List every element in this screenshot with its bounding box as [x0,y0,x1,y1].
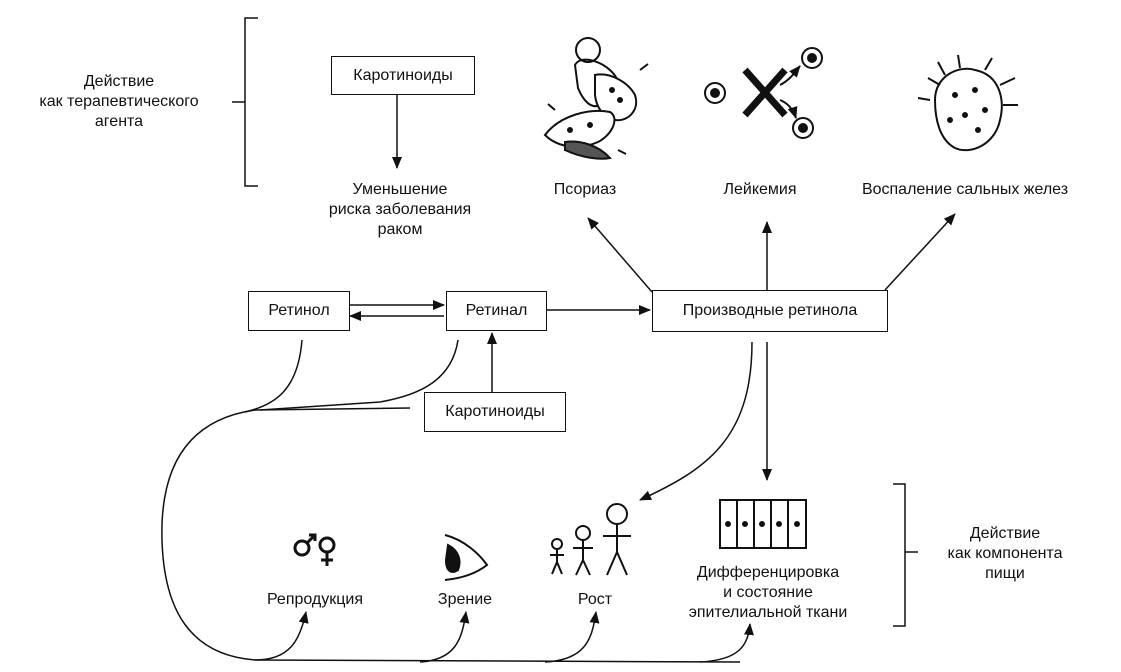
growing-figures-icon [550,503,631,576]
loop-from-retinal [259,339,459,411]
psoriasis-label: Псориаз [553,181,617,198]
carotenoids-top-box: Каротиноиды [331,56,475,95]
psoriasis-cells-icon [543,37,649,160]
sebaceous-inflammation-label: Воспаление сальных желез [861,181,1069,198]
food-label-line-2: как компонента [947,545,1063,562]
loop-from-carotenoids [254,407,411,411]
epithelial-cells-icon [719,499,807,549]
therapeutic-bracket [232,17,258,187]
blocked-cell-division-icon [704,47,823,139]
epithelial-line-1: Дифференцировка [696,564,840,581]
arrow-to-growth [544,611,600,663]
arrow-derivatives-to-growth [639,341,753,501]
therapeutic-label-line-1: Действие [83,73,155,90]
leukemia-label: Лейкемия [723,181,797,198]
growth-label: Рост [577,591,613,608]
carotenoids-bottom-box: Каротиноиды [424,392,566,432]
arrow-to-reproduction [254,611,309,661]
retinal-box: Ретинал [446,291,547,331]
vision-label: Зрение [437,591,493,608]
loop-main-curve [161,409,741,663]
epithelial-line-2: и состояние [723,584,813,601]
therapeutic-action-label: Действие как терапевтического агента [12,72,226,132]
epithelial-line-3: эпителиальной ткани [688,604,848,621]
loop-from-retinol [244,339,303,413]
arrow-to-vision [419,611,470,663]
retinol-derivatives-box: Производные ретинола [652,290,888,332]
male-female-icon [293,533,336,566]
cancer-risk-line-1: Уменьшение [352,181,448,198]
retinol-box: Ретинол [248,291,350,331]
food-label-line-3: пищи [985,565,1025,582]
inflamed-gland-icon [917,54,1018,152]
food-action-label: Действие как компонента пищи [920,524,1090,584]
arrow-derivatives-to-sebaceous [884,213,956,291]
cancer-risk-label: Уменьшение риска заболевания раком [320,180,480,240]
epithelial-label: Дифференцировка и состояние эпителиально… [670,563,866,623]
reproduction-label: Репродукция [266,591,364,608]
eye-icon [444,534,489,581]
cancer-risk-line-3: раком [377,221,423,238]
cancer-risk-line-2: риска заболевания [328,201,472,218]
arrow-to-epithelial [699,623,754,663]
arrow-derivatives-to-psoriasis [587,217,653,293]
therapeutic-label-line-2: как терапевтического [39,93,199,110]
food-label-line-1: Действие [969,525,1041,542]
food-bracket [893,483,918,627]
therapeutic-label-line-3: агента [94,113,144,130]
